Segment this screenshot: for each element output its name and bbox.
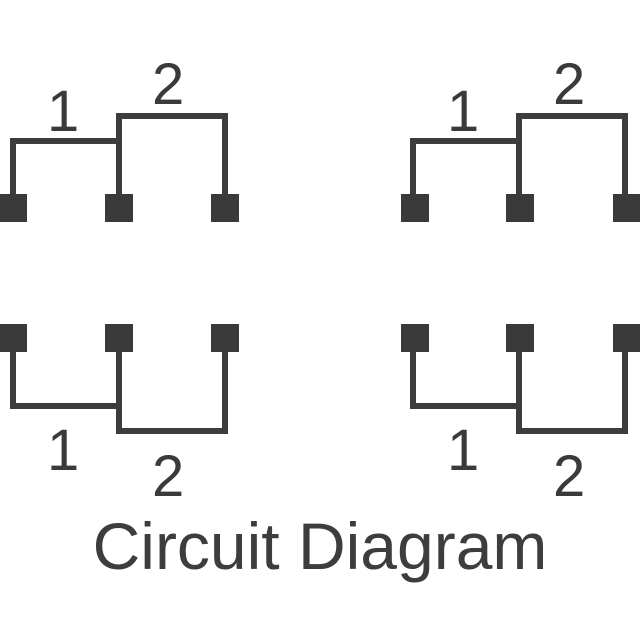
circuit-2-wire — [116, 343, 228, 434]
circuit-2-wire — [516, 343, 628, 434]
circuit-1-label: 1 — [447, 79, 479, 144]
pin-pad — [105, 194, 133, 222]
circuit-1-label: 1 — [447, 418, 479, 483]
circuit-2-label: 2 — [152, 444, 184, 509]
switch-bottom-left: 1 2 — [0, 324, 239, 509]
circuit-1-label: 1 — [47, 418, 79, 483]
pin-pad — [211, 324, 239, 352]
switch-top-left: 1 2 — [0, 52, 239, 222]
circuit-2-label: 2 — [152, 52, 184, 117]
circuit-2-wire — [116, 113, 228, 203]
circuit-1-wire — [10, 343, 122, 409]
circuit-1-wire — [410, 343, 522, 409]
pin-pad — [506, 194, 534, 222]
switch-top-right: 1 2 — [401, 52, 640, 222]
pin-pad — [0, 324, 27, 352]
diagram-caption: Circuit Diagram — [92, 509, 548, 583]
pin-pad — [401, 324, 429, 352]
switch-bottom-right: 1 2 — [401, 324, 640, 509]
circuit-2-label: 2 — [553, 444, 585, 509]
circuit-2-label: 2 — [553, 52, 585, 117]
circuit-2-wire — [516, 113, 628, 203]
circuit-1-wire — [410, 138, 522, 203]
pin-pad — [0, 194, 27, 222]
pin-pad — [506, 324, 534, 352]
pin-pad — [613, 324, 640, 352]
pin-pad — [401, 194, 429, 222]
pin-pad — [105, 324, 133, 352]
pin-pad — [613, 194, 640, 222]
pin-pad — [211, 194, 239, 222]
circuit-1-label: 1 — [47, 79, 79, 144]
circuit-1-wire — [10, 138, 122, 203]
